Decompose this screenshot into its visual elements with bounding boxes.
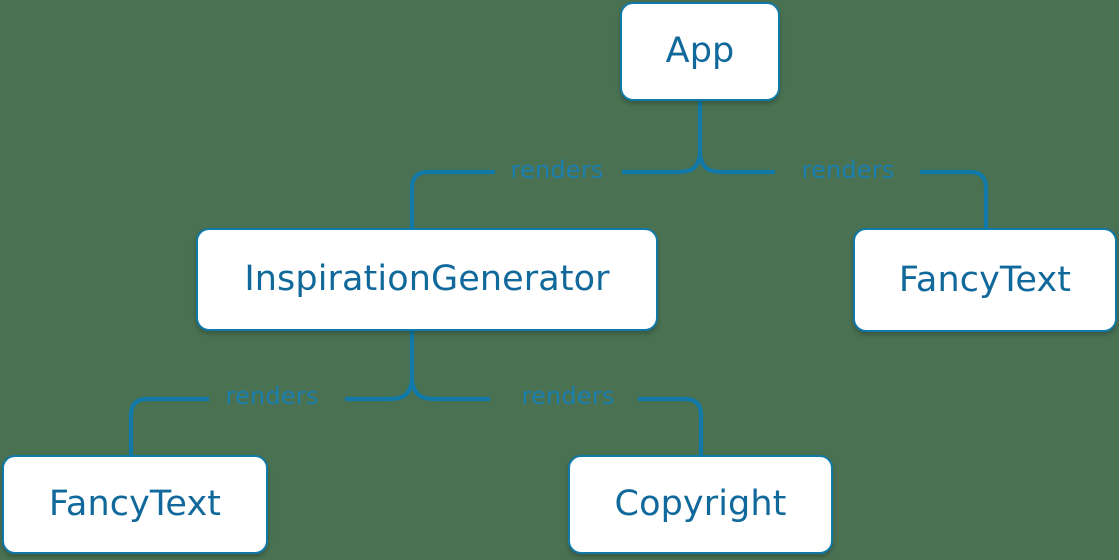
- node-app-label: App: [665, 31, 735, 71]
- node-fancy-text-bottom-label: FancyText: [48, 484, 222, 524]
- node-inspiration-generator[interactable]: InspirationGenerator: [196, 228, 658, 331]
- node-fancy-text-right[interactable]: FancyText: [853, 228, 1117, 332]
- edge-app-to-inspirationgenerator-right-seg: [622, 154, 703, 175]
- edge-label-renders-app-fancytext: renders: [801, 156, 895, 184]
- edge-ig-to-copyright-left-seg: [409, 381, 490, 402]
- edge-label-renders-inspirationgenerator-fancytext: renders: [225, 382, 319, 410]
- edge-ig-to-copyright-right-seg: [638, 396, 704, 455]
- node-fancy-text-bottom[interactable]: FancyText: [2, 455, 268, 554]
- node-inspiration-generator-label: InspirationGenerator: [244, 259, 610, 299]
- edge-label-renders-app-inspirationgenerator: renders: [510, 156, 604, 184]
- edge-ig-to-fancytext-left-seg: [128, 396, 209, 455]
- edge-app-to-inspirationgenerator-left-seg: [409, 169, 495, 228]
- edge-app-to-fancytext-left-seg: [697, 154, 775, 175]
- node-app[interactable]: App: [620, 2, 780, 101]
- node-copyright-label: Copyright: [614, 484, 787, 524]
- edge-label-renders-inspirationgenerator-copyright: renders: [521, 382, 615, 410]
- edge-app-to-fancytext-right-seg: [920, 169, 989, 228]
- node-copyright[interactable]: Copyright: [568, 455, 833, 554]
- node-fancy-text-right-label: FancyText: [898, 259, 1072, 300]
- edge-ig-to-fancytext-right-seg: [345, 381, 415, 402]
